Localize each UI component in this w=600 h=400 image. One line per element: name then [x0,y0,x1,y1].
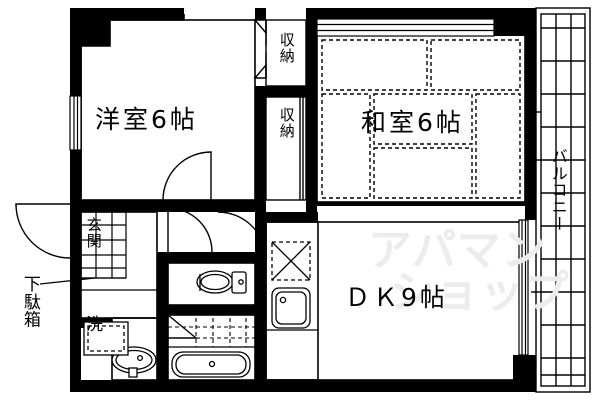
balcony-wall-ticks [531,111,541,293]
area-label-entrance: 玄関 [84,217,103,249]
closet-outlines [265,19,307,201]
annotation-label-shoe-cabinet: 下駄箱 [19,275,40,329]
structural-walls [70,8,536,392]
tatami-mats [321,39,521,199]
entrance-step [39,277,157,291]
balcony-label: バルコニー [548,148,568,232]
windows [69,18,529,356]
balcony-grid [535,7,591,393]
room-label-dining-kitchen: ＤＫ9帖 [345,283,448,312]
room-label-western-room: 洋室6帖 [95,105,198,134]
watermark-line-1: アパマン [368,225,547,276]
area-label-closet-lower: 収納 [277,107,296,139]
watermark-line-2: ショップ [390,266,570,318]
kitchen-sink-fixture [266,287,318,331]
stove-fixture [271,241,311,281]
bath-tile-grid [168,318,255,347]
laundry-pan-fixture [83,321,129,356]
area-label-closet-upper: 収納 [277,32,296,64]
area-label-washer: 洗 [86,315,106,335]
toilet-fixture [196,270,247,294]
watermark: アパマン ショップ [368,225,570,318]
room-label-japanese-room: 和室6帖 [361,108,464,137]
entrance-tile-grid [80,211,127,279]
bathtub-fixture [171,351,251,378]
